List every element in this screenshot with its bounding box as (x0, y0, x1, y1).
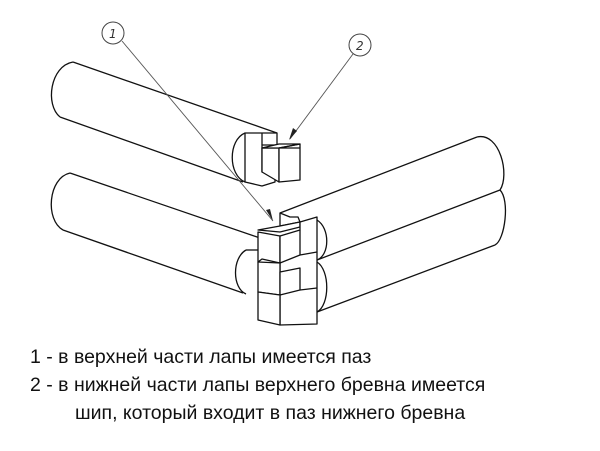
legend: 1 - в верхней части лапы имеется паз 2 -… (30, 343, 485, 427)
legend-item-2-continued: шип, который входит в паз нижнего бревна (75, 402, 466, 424)
arrowhead-icon (266, 209, 273, 221)
callout-1-label: 1 (109, 27, 117, 41)
corner-block (246, 212, 318, 326)
arrowhead-icon (289, 128, 297, 140)
callout-2: 2 (289, 33, 372, 140)
upper-left-log (50, 61, 278, 183)
upper-right-log (279, 136, 505, 261)
callout-2-label: 2 (356, 39, 364, 53)
upper-tenon-joint (244, 132, 301, 187)
legend-item-1: 1 - в верхней части лапы имеется паз (30, 346, 372, 368)
lower-right-log (316, 189, 507, 313)
callout-1: 1 (101, 21, 274, 222)
legend-item-2: 2 - в нижней части лапы верхнего бревна … (30, 374, 486, 396)
lower-left-log (50, 172, 261, 295)
